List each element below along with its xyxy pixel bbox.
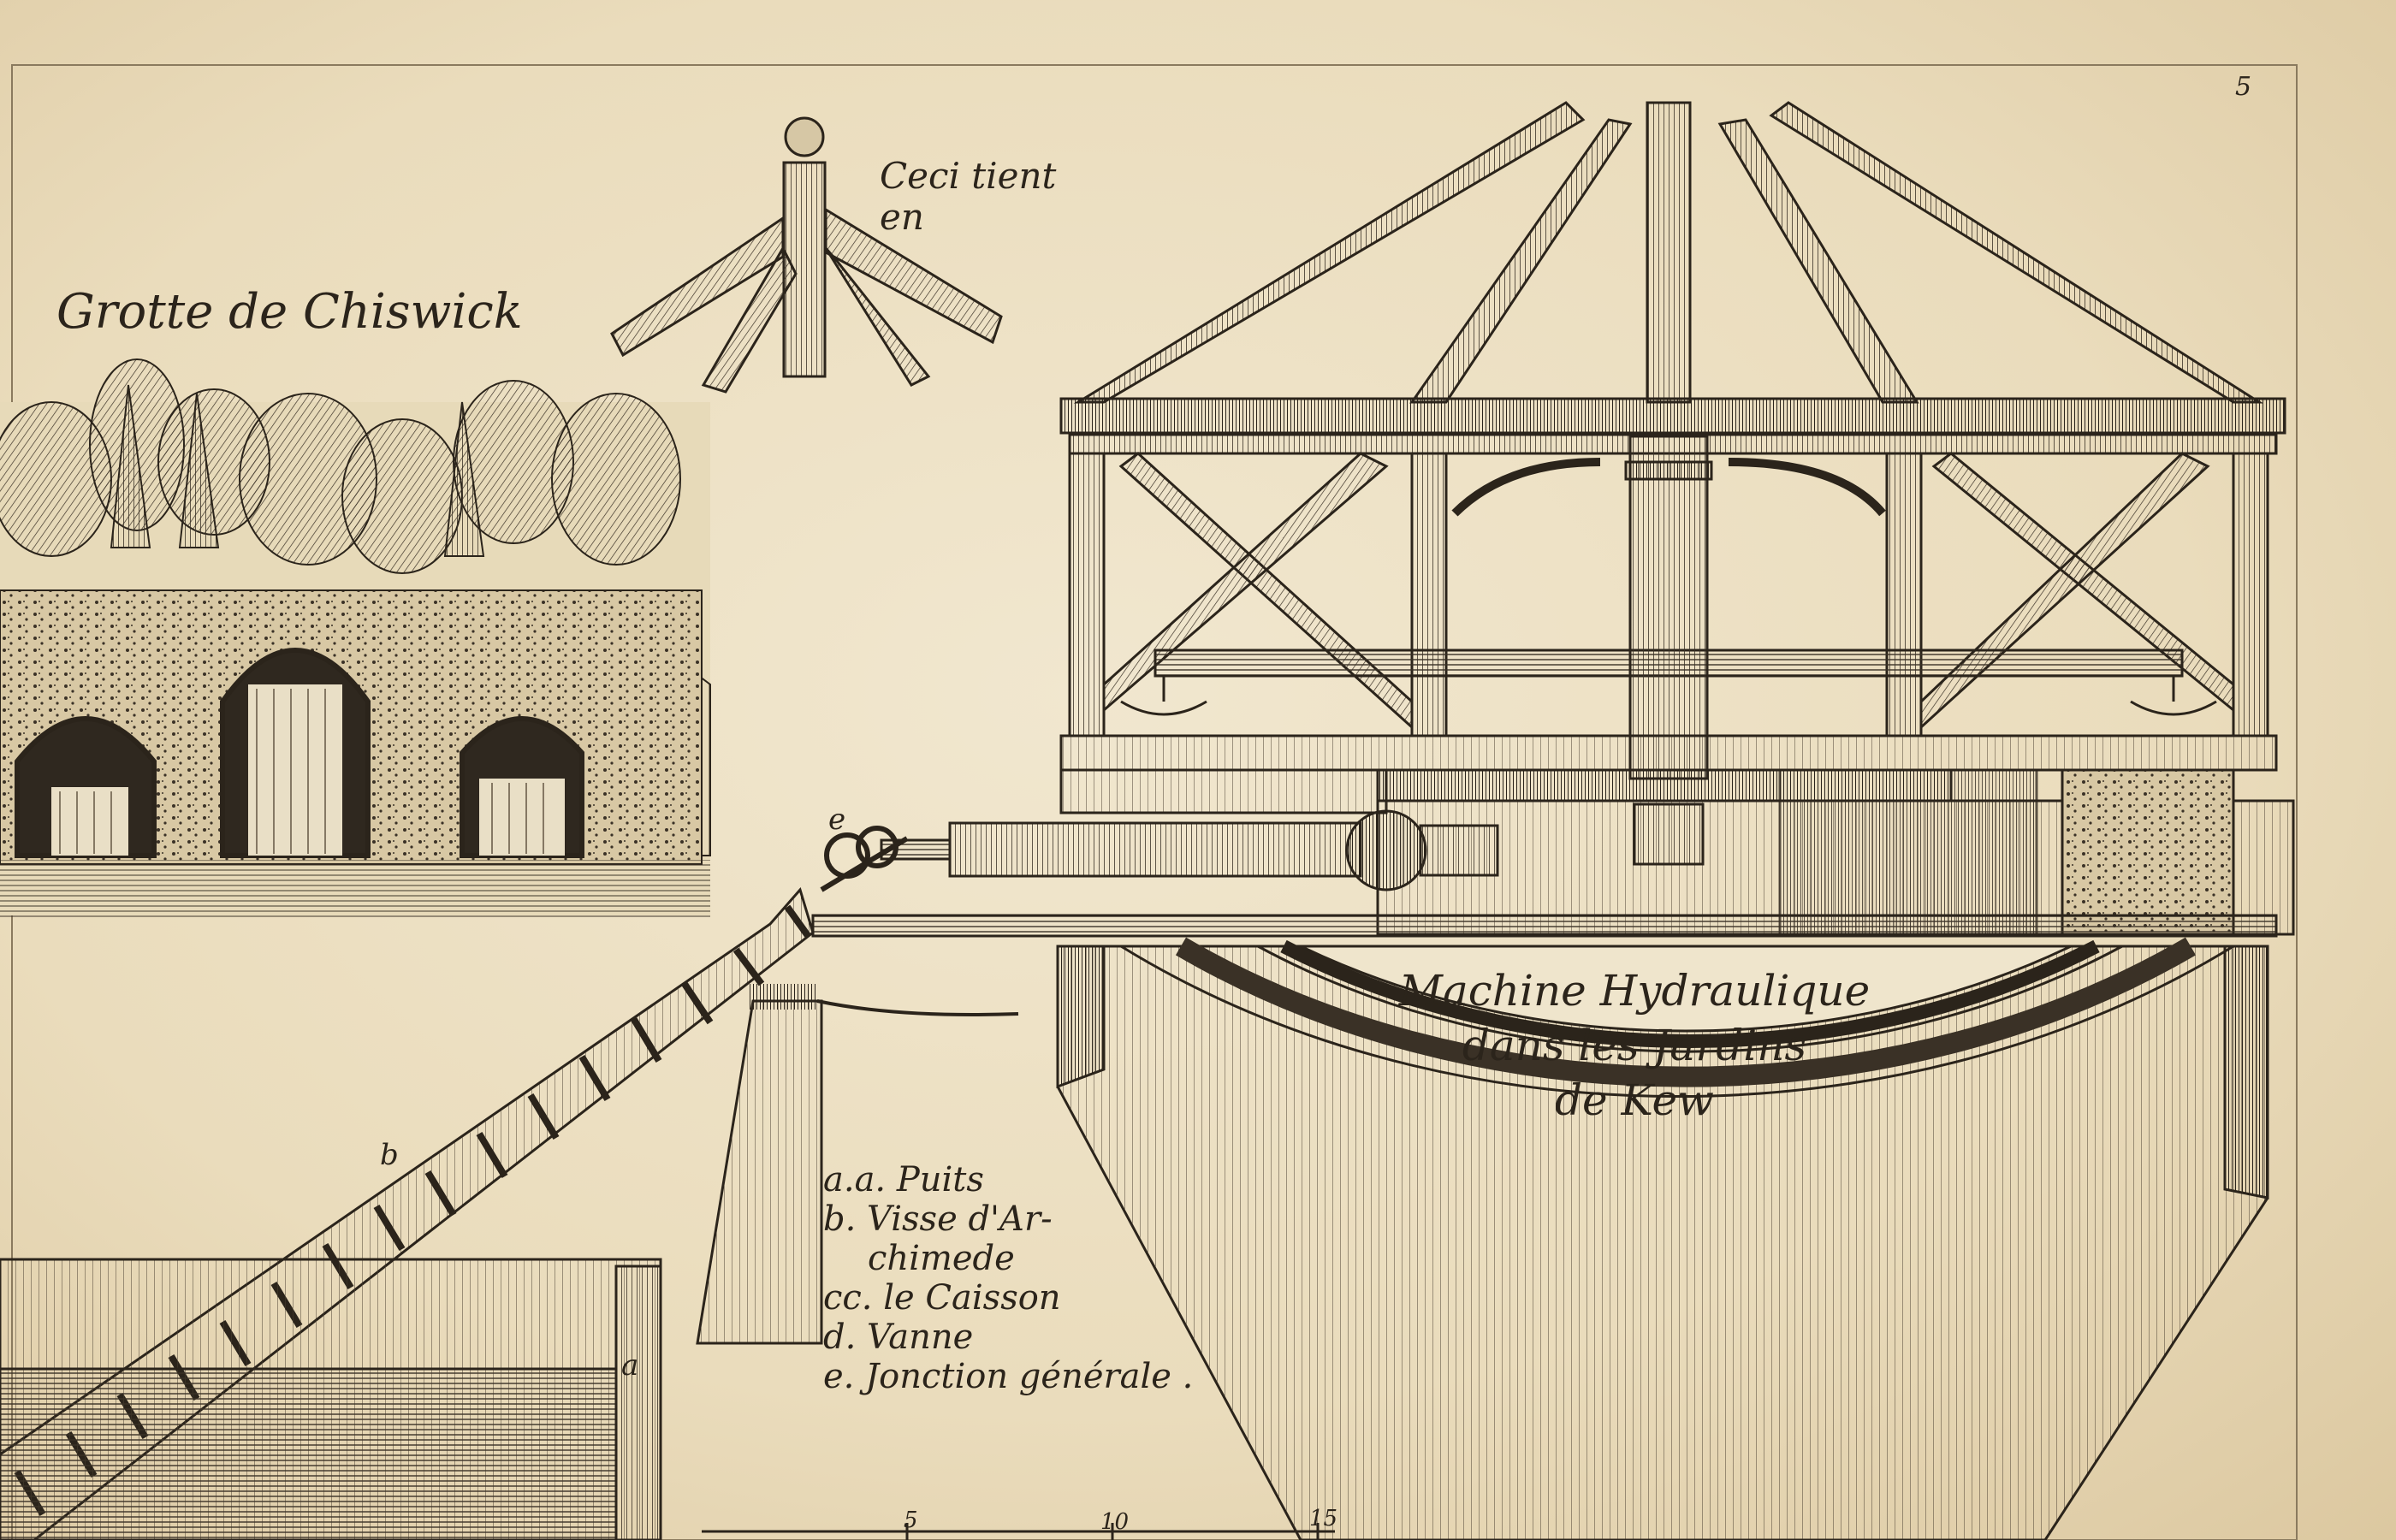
legend-item: a.a. Puits [823, 1160, 984, 1199]
junction-coupling [820, 826, 909, 892]
scale-bar [702, 1523, 1335, 1540]
scale-tick-label: 10 [1100, 1509, 1130, 1535]
plate-number: 5 [2235, 72, 2252, 102]
finial-note: Ceci tient en [880, 156, 1056, 238]
machine-foundation [1056, 937, 2269, 1540]
machine-title-line: Machine Hydraulique [1398, 966, 1871, 1016]
machine-title-line: dans les Jardins [1462, 1021, 1807, 1070]
scale-tick-label: 15 [1309, 1506, 1338, 1531]
legend-item: chimede [868, 1239, 1015, 1278]
letter-a: a [621, 1348, 639, 1383]
grotto-title: Grotte de Chiswick [56, 284, 523, 340]
letter-b: b [380, 1138, 399, 1172]
screw-support [696, 999, 823, 1345]
finial-detail [610, 116, 1003, 394]
legend-item: d. Vanne [823, 1318, 974, 1357]
caisson [0, 1258, 662, 1540]
machine-frame [811, 101, 2295, 938]
legend-item: e. Jonction générale . [823, 1357, 1194, 1396]
legend-item: cc. le Caisson [823, 1278, 1061, 1318]
legend-item: b. Visse d'Ar- [823, 1199, 1053, 1239]
machine-title-line: de Kew [1555, 1075, 1714, 1125]
finial-note-line: Ceci tient [880, 155, 1057, 197]
grotto-illustration [0, 358, 711, 920]
finial-note-line: en [880, 196, 924, 238]
machine-title: Machine Hydraulique dans les Jardins de … [1369, 963, 1900, 1128]
scale-tick-label: 5 [904, 1507, 918, 1533]
letter-e: e [828, 803, 846, 837]
legend: a.a. Puits b. Visse d'Ar- chimede cc. le… [823, 1160, 1193, 1396]
